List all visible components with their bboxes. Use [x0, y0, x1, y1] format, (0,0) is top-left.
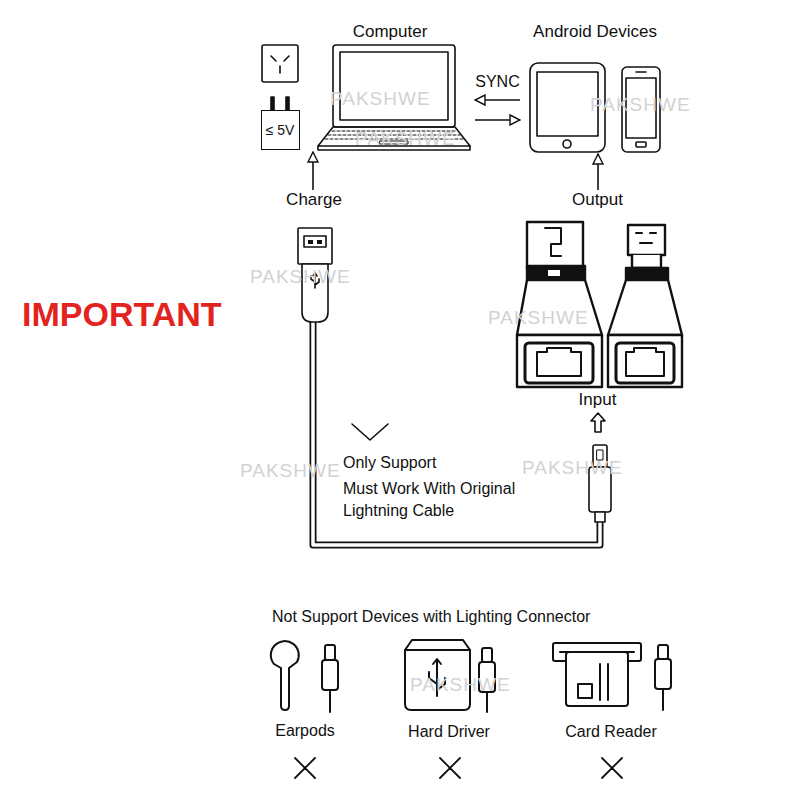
label-anchor: Not Support Devices with Lighting Connec…: [272, 606, 590, 628]
watermark: PAKSHWE: [590, 92, 691, 118]
label-anchor: PAKSHWE: [590, 92, 691, 118]
note-text: Only Support: [343, 452, 436, 474]
watermark: PAKSHWE: [522, 455, 623, 481]
label-anchor: PAKSHWE: [250, 264, 351, 290]
section-heading: Not Support Devices with Lighting Connec…: [272, 606, 590, 628]
label-anchor: PAKSHWE: [488, 305, 589, 331]
wall-outlet-icon: [262, 45, 298, 82]
charge-plug-node: Charge: [283, 190, 345, 325]
item-caption: Earpods: [275, 720, 335, 742]
label-anchor: PAKSHWE: [522, 455, 623, 481]
cross-marks: [295, 758, 622, 778]
watermark: PAKSHWE: [488, 305, 589, 331]
watermark: PAKSHWE: [330, 86, 431, 112]
warning-title: IMPORTANT: [22, 292, 222, 338]
label-anchor: Hard Driver: [408, 721, 490, 743]
label-anchor: PAKSHWE: [240, 458, 341, 484]
input-arrow: [591, 413, 605, 432]
card-reader-icon: [553, 643, 671, 710]
item-caption: Card Reader: [565, 721, 657, 743]
node-heading: Computer: [353, 22, 428, 42]
sync-arrow: [597, 154, 599, 190]
watermark: PAKSHWE: [355, 126, 456, 152]
label-anchor: IMPORTANT: [22, 292, 222, 338]
charger-box: ≤ 5V: [261, 110, 300, 150]
node-heading: Android Devices: [533, 22, 657, 42]
node-heading: Charge: [286, 190, 342, 210]
label-anchor: Earpods: [275, 720, 335, 742]
adapter-node: OutputInput: [505, 190, 690, 410]
label-anchor: PAKSHWE: [410, 672, 511, 698]
charger-prongs: [271, 97, 289, 110]
node-footer: Input: [579, 390, 617, 410]
usb-c-adapter: [517, 222, 602, 387]
label-anchor: PAKSHWE: [355, 126, 456, 152]
sync-arrow: [475, 99, 520, 101]
note-text: Must Work With Original Lightning Cable: [343, 478, 548, 521]
lightning-plug: [589, 445, 611, 522]
label-anchor: PAKSHWE: [330, 86, 431, 112]
edge-label: SYNC: [473, 73, 521, 90]
sync-arrow: [475, 119, 520, 121]
earpod-icon: [271, 641, 338, 712]
watermark: PAKSHWE: [240, 458, 341, 484]
watermark: PAKSHWE: [250, 264, 351, 290]
micro-usb-adapter: [608, 225, 682, 387]
label-anchor: Only Support: [343, 452, 436, 474]
computer-node: Computer: [305, 22, 475, 152]
item-caption: Hard Driver: [408, 721, 490, 743]
voltage-label: ≤ 5V: [266, 122, 295, 139]
edge-label-anchor: SYNC: [473, 73, 521, 91]
node-heading: Output: [572, 190, 623, 210]
label-anchor: Card Reader: [565, 721, 657, 743]
sync-arrow: [312, 152, 314, 190]
check-mark: [352, 424, 388, 440]
label-anchor: Must Work With Original Lightning Cable: [343, 478, 548, 521]
watermark: PAKSHWE: [410, 672, 511, 698]
android-devices-node: Android Devices: [520, 22, 670, 154]
